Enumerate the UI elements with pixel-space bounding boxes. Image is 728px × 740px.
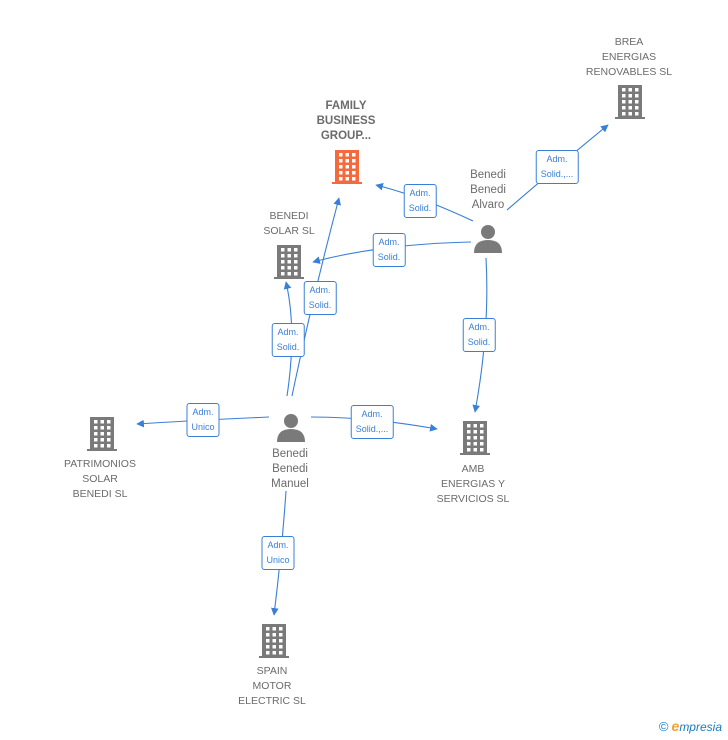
edge-label-manuel-patrimonios[interactable]: Adm. Unico — [186, 403, 220, 437]
nodes-layer — [87, 85, 645, 658]
person-label-manuel[interactable]: Benedi Benedi Manuel — [271, 448, 309, 490]
person-label-alvaro[interactable]: Benedi Benedi Alvaro — [470, 169, 506, 211]
company-label-family[interactable]: FAMILY BUSINESS GROUP... — [316, 100, 376, 142]
edge-label-alvaro-solar[interactable]: Adm. Solid. — [372, 233, 406, 267]
person-icon-manuel[interactable] — [277, 414, 305, 442]
edge-label-alvaro-brea[interactable]: Adm. Solid.,... — [535, 150, 579, 184]
company-label-solar[interactable]: BENEDI SOLAR SL — [263, 210, 315, 237]
company-label-spain[interactable]: SPAIN MOTOR ELECTRIC SL — [238, 665, 306, 707]
edge-label-manuel-solar[interactable]: Adm. Solid. — [271, 323, 305, 357]
brand-logo: empresia — [671, 718, 722, 734]
building-icon-spain[interactable] — [259, 624, 289, 658]
watermark: ©empresia — [659, 718, 722, 734]
edge-label-alvaro-family[interactable]: Adm. Solid. — [403, 184, 437, 218]
building-icon-solar[interactable] — [274, 245, 304, 279]
edges-layer — [136, 124, 609, 616]
company-label-patrimonios[interactable]: PATRIMONIOS SOLAR BENEDI SL — [64, 458, 136, 500]
person-icon-alvaro[interactable] — [474, 225, 502, 253]
copyright-symbol: © — [658, 719, 669, 734]
edge-label-manuel-amb[interactable]: Adm. Solid.,... — [350, 405, 394, 439]
edge-label-manuel-family[interactable]: Adm. Solid. — [303, 281, 337, 315]
company-label-brea[interactable]: BREA ENERGIAS RENOVABLES SL — [585, 36, 673, 78]
building-icon-brea[interactable] — [615, 85, 645, 119]
edge-label-manuel-spain[interactable]: Adm. Unico — [261, 536, 295, 570]
building-icon-patrimonios[interactable] — [87, 417, 117, 451]
edge-label-alvaro-amb[interactable]: Adm. Solid. — [462, 318, 496, 352]
building-icon-family[interactable] — [332, 150, 362, 184]
company-label-amb[interactable]: AMB ENERGIAS Y SERVICIOS SL — [436, 463, 510, 505]
building-icon-amb[interactable] — [460, 421, 490, 455]
